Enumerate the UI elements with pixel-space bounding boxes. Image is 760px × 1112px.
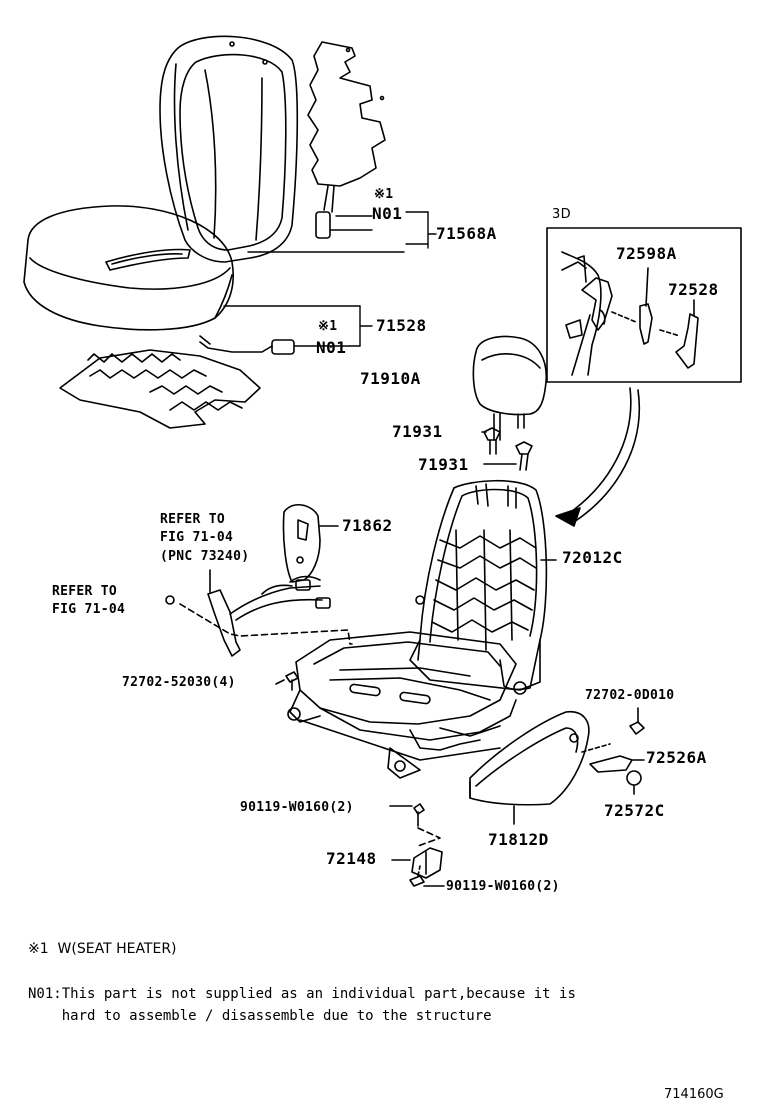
seatback-heater-element bbox=[307, 41, 386, 239]
bracket-72148 bbox=[389, 803, 445, 887]
refer-note-2-line2: FIG 71-04 bbox=[52, 602, 126, 617]
legend-n01-line1: N01:This part is not supplied as an indi… bbox=[28, 986, 576, 1002]
refer-note-1-line2: FIG 71-04 bbox=[160, 530, 234, 545]
seat-back-cover bbox=[159, 35, 299, 263]
seat-belt-buckle-harness bbox=[165, 569, 353, 657]
label-72528: 72528 bbox=[668, 280, 719, 299]
detail-arrow bbox=[555, 387, 640, 527]
cushion-heater-element bbox=[59, 335, 295, 429]
callout-brackets-top bbox=[223, 211, 437, 347]
label-71862: 71862 bbox=[342, 516, 393, 535]
refer-note-1-line1: REFER TO bbox=[160, 512, 226, 527]
bolt-72702-52030 bbox=[275, 671, 299, 691]
label-71910A: 71910A bbox=[360, 369, 421, 388]
cap bbox=[626, 770, 642, 795]
label-71931-upper: 71931 bbox=[392, 422, 443, 441]
buckle-cover bbox=[282, 504, 339, 583]
label-n01-upper: N01 bbox=[372, 204, 403, 223]
seat-adjuster-frame bbox=[287, 631, 517, 779]
legend-mark-1: ※1 W(SEAT HEATER) bbox=[28, 941, 177, 957]
refer-note-2-line1: REFER TO bbox=[52, 584, 118, 599]
mark-1-upper: ※1 bbox=[374, 187, 394, 202]
label-72012C: 72012C bbox=[562, 548, 623, 567]
label-71812D: 71812D bbox=[488, 830, 549, 849]
legend-n01-line2: hard to assemble / disassemble due to th… bbox=[28, 1008, 492, 1024]
label-n01-lower: N01 bbox=[316, 338, 347, 357]
figure-id: 714160G bbox=[664, 1087, 724, 1102]
label-90119-upper: 90119-W0160(2) bbox=[240, 800, 354, 815]
nut-72702-0D010 bbox=[629, 707, 645, 735]
label-71568A: 71568A bbox=[436, 224, 497, 243]
label-71528: 71528 bbox=[376, 316, 427, 335]
seat-side-shield bbox=[469, 711, 590, 825]
headrest bbox=[472, 335, 547, 441]
refer-note-1-line3: (PNC 73240) bbox=[160, 549, 250, 564]
label-90119-lower: 90119-W0160(2) bbox=[446, 879, 560, 894]
inset-title: 3D bbox=[552, 207, 571, 222]
label-72702-52030: 72702-52030(4) bbox=[122, 675, 236, 690]
recliner-knob bbox=[581, 743, 645, 773]
detail-inset-3d bbox=[546, 227, 742, 383]
seat-cushion-cover bbox=[23, 205, 234, 331]
label-72702-0D010: 72702-0D010 bbox=[585, 688, 675, 703]
label-72598A: 72598A bbox=[616, 244, 677, 263]
label-71931-lower: 71931 bbox=[418, 455, 469, 474]
label-72148: 72148 bbox=[326, 849, 377, 868]
seatback-frame bbox=[409, 479, 557, 695]
mark-1-lower: ※1 bbox=[318, 319, 338, 334]
label-72526A: 72526A bbox=[646, 748, 707, 767]
headrest-support-guides bbox=[481, 427, 533, 471]
label-72572C: 72572C bbox=[604, 801, 665, 820]
